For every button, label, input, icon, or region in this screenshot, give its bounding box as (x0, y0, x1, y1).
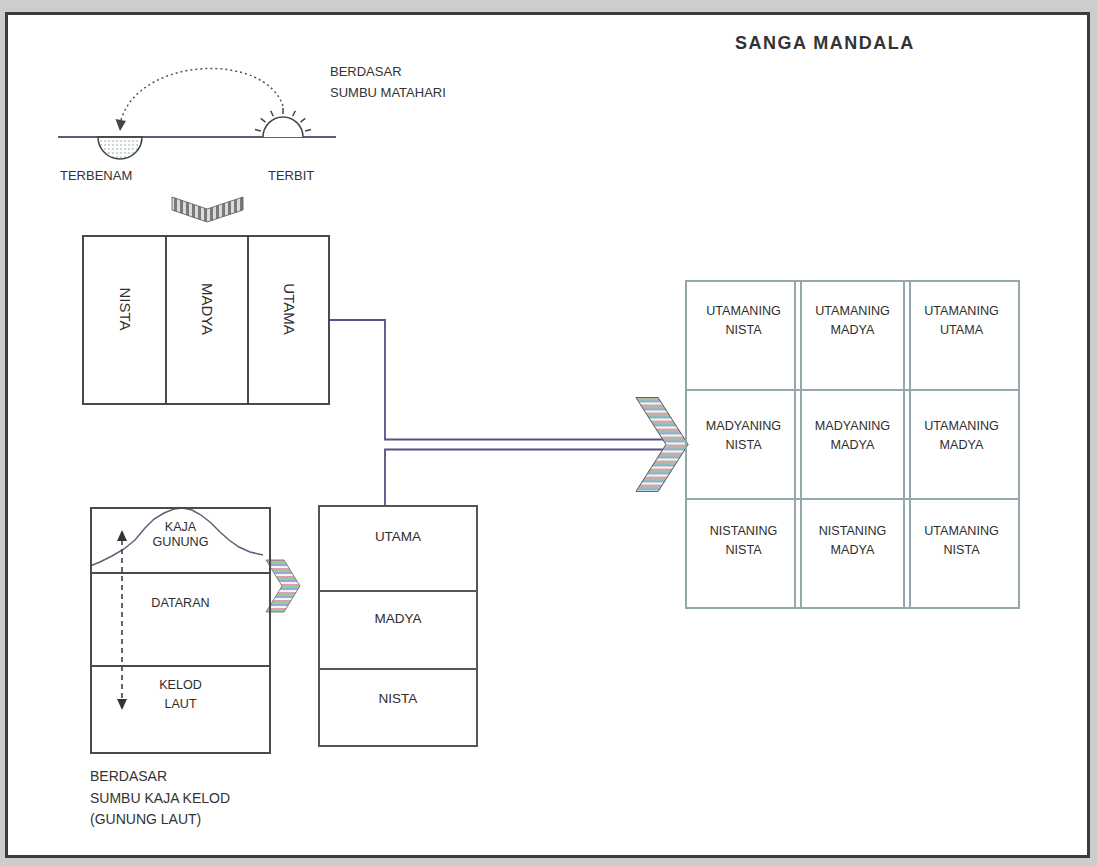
rising-sun (263, 117, 303, 137)
zone-band: DATARAN (90, 572, 271, 667)
connector-line (330, 320, 685, 440)
chevron-arrow (266, 560, 300, 612)
axis-column: MADYA (165, 235, 249, 405)
box-label: UTAMANING NISTA (905, 522, 1018, 560)
mandala-cell: MADYANING NISTA (685, 389, 802, 500)
box-label: NISTANING NISTA (687, 522, 800, 560)
axis-caption: BERDASAR SUMBU KAJA KELOD (GUNUNG LAUT) (90, 766, 230, 831)
mandala-cell: NISTANING NISTA (685, 498, 802, 609)
sun-label: TERBIT (268, 168, 314, 184)
zone-box: NISTA (318, 668, 478, 747)
zone-box: UTAMA (318, 505, 478, 592)
box-label: MADYANING NISTA (687, 417, 800, 455)
mandala-cell: UTAMANING NISTA (685, 280, 802, 391)
axis-arrowhead (117, 699, 127, 710)
zone-box: MADYA (318, 590, 478, 670)
box-label: NISTANING MADYA (796, 522, 909, 560)
mandala-cell: UTAMANING MADYA (903, 389, 1020, 500)
mandala-cell: UTAMANING UTAMA (903, 280, 1020, 391)
mandala-cell: UTAMANING MADYA (794, 280, 911, 391)
diagram-title: SANGA MANDALA (735, 33, 915, 54)
box-label: DATARAN (92, 596, 269, 611)
sun-label: TERBENAM (60, 168, 132, 184)
chevron-arrowhead (636, 398, 688, 492)
axis-column: NISTA (82, 235, 167, 405)
box-label: MADYANING MADYA (796, 417, 909, 455)
box-label: UTAMANING NISTA (687, 302, 800, 340)
box-label: UTAMANING MADYA (796, 302, 909, 340)
sun-path-arc (121, 68, 283, 120)
page-frame (5, 12, 1090, 858)
chevron-arrow (172, 197, 243, 222)
box-label: KAJA GUNUNG (92, 520, 269, 550)
connector-line (385, 450, 685, 506)
setting-sun (98, 137, 142, 159)
mandala-cell: MADYANING MADYA (794, 389, 911, 500)
zone-band: KELOD LAUT (90, 665, 271, 754)
box-label: UTAMANING UTAMA (905, 302, 1018, 340)
mandala-cell: NISTANING MADYA (794, 498, 911, 609)
zone-band: KAJA GUNUNG (90, 507, 271, 574)
axis-caption: BERDASAR SUMBU MATAHARI (330, 62, 446, 104)
sun-rays (255, 108, 311, 131)
axis-column: UTAMA (247, 235, 330, 405)
box-label: UTAMA (279, 283, 297, 334)
box-label: NISTA (320, 691, 476, 707)
box-label: KELOD LAUT (92, 676, 269, 714)
box-label: MADYA (320, 611, 476, 627)
axis-arrowhead (117, 530, 127, 541)
mandala-cell: UTAMANING NISTA (903, 498, 1020, 609)
box-label: UTAMANING MADYA (905, 417, 1018, 455)
box-label: UTAMA (320, 529, 476, 545)
box-label: NISTA (116, 287, 134, 330)
axis-arrow (121, 540, 123, 700)
sun-path-arrowhead (116, 119, 127, 131)
chevron-arrowhead (636, 398, 688, 492)
box-label: MADYA (198, 283, 216, 335)
